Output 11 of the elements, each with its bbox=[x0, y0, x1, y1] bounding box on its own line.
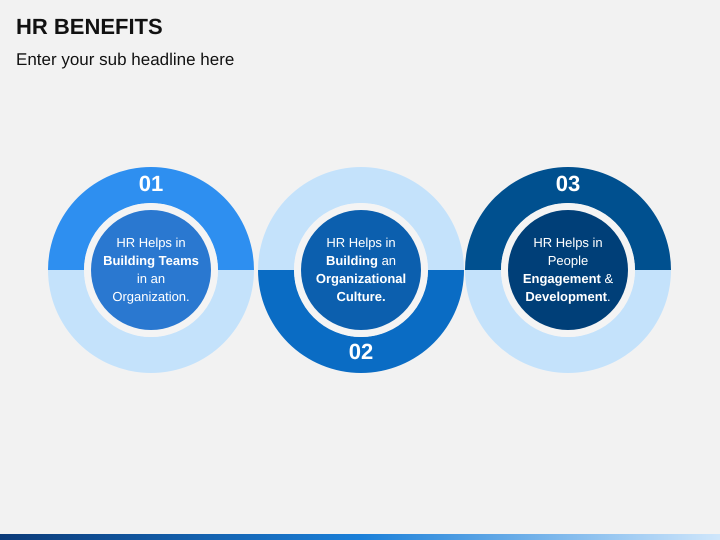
title: HR BENEFITS bbox=[16, 14, 163, 40]
ring-circle-node bbox=[465, 167, 671, 373]
ring-circle-node bbox=[48, 167, 254, 373]
subtitle: Enter your sub headline here bbox=[16, 50, 234, 70]
step-number: 02 bbox=[348, 339, 374, 365]
step-number: 03 bbox=[554, 171, 582, 197]
benefit-text: HR Helps in Building an Organizational Culture. bbox=[314, 234, 408, 306]
step-number: 01 bbox=[138, 171, 164, 197]
benefit-text: HR Helps in People Engagement & Development. bbox=[522, 234, 614, 306]
ring-circle-node bbox=[258, 167, 464, 373]
benefit-text: HR Helps in Building Teams in an Organization. bbox=[102, 234, 200, 306]
